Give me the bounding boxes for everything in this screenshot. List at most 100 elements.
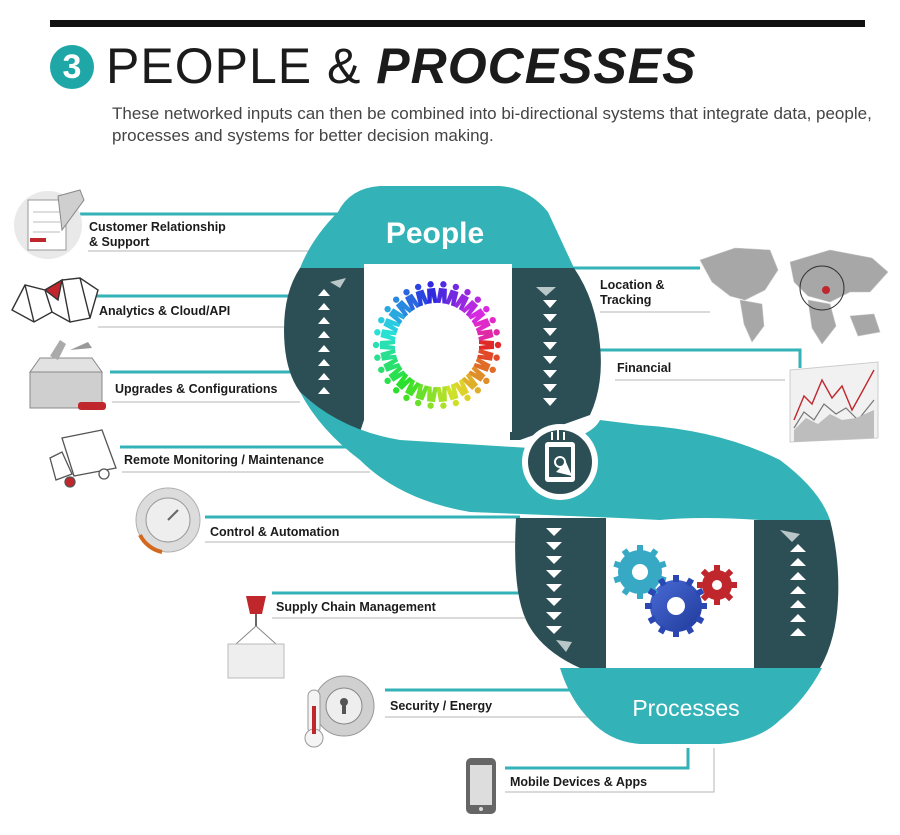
gear-tooth [695, 587, 705, 597]
gear-tooth [700, 568, 710, 578]
person-figure [392, 296, 413, 318]
person-figure [445, 383, 460, 407]
gear-tooth [621, 586, 631, 596]
person-figure [374, 329, 397, 342]
people-label: People [386, 217, 484, 250]
gear-tooth [695, 615, 705, 625]
gear-tooth [673, 630, 679, 637]
person-figure [374, 348, 397, 361]
person-figure [403, 378, 421, 402]
person-figure [453, 288, 471, 312]
gears-icon [613, 545, 737, 637]
gear-tooth [700, 592, 710, 602]
gear-tooth [657, 577, 667, 587]
connector-lines [80, 212, 802, 793]
person-figure [384, 305, 406, 325]
gear-tooth [730, 582, 737, 588]
lock-thermometer-icon [304, 675, 375, 748]
gear-tooth [724, 568, 734, 578]
gear-tooth [613, 575, 622, 584]
people-processes-diagram: People Processes [11, 186, 889, 814]
top-rule [50, 20, 865, 27]
person-figure [468, 305, 490, 325]
person-figure [392, 372, 413, 394]
loop-top-band [300, 186, 574, 268]
loop-lower-left-band [515, 518, 606, 668]
gear-tooth [658, 560, 667, 569]
person-figure [468, 365, 490, 385]
step-number-badge: 3 [50, 45, 94, 89]
gear-tooth [697, 582, 704, 588]
crane-hook-icon [227, 596, 285, 679]
people-circle-icon [372, 281, 502, 409]
gear-tooth [645, 603, 652, 609]
flow-arrows [318, 278, 806, 652]
label-security-energy: Security / Energy [390, 699, 493, 713]
gear-tooth [700, 603, 707, 609]
gear-tooth [621, 548, 631, 558]
label-remote-monitoring: Remote Monitoring / Maintenance [124, 453, 325, 467]
gear-tooth [685, 625, 695, 635]
gear-tooth [647, 615, 657, 625]
title-emphasis: PROCESSES [376, 38, 697, 94]
label-location-tracking: Location & Tracking [600, 278, 665, 307]
page-title: PEOPLE & PROCESSES [106, 36, 696, 96]
title-plain: PEOPLE & [106, 38, 377, 94]
label-supply-chain: Supply Chain Management [276, 600, 436, 614]
person-figure [378, 357, 401, 374]
gear-tooth [649, 548, 659, 558]
finance-chart-icon [789, 361, 879, 443]
dial-knob-icon [135, 487, 201, 554]
loop-bottom-band [560, 668, 822, 744]
gear-tooth [714, 598, 720, 605]
person-figure [473, 316, 496, 333]
person-figure [414, 283, 429, 307]
person-figure [378, 316, 401, 333]
person-figure [477, 329, 500, 342]
person-figure [453, 378, 471, 402]
connector-financial [600, 348, 802, 368]
loop-upper-right-band [510, 268, 601, 440]
gear-tooth [673, 575, 679, 582]
processes-label: Processes [632, 695, 739, 721]
person-figure [384, 365, 406, 385]
label-financial: Financial [617, 361, 672, 375]
label-mobile-devices: Mobile Devices & Apps [510, 775, 648, 789]
person-figure [473, 357, 496, 374]
gear-tooth [647, 587, 657, 597]
person-figure [414, 383, 429, 407]
person-figure [445, 283, 460, 307]
person-figure [479, 340, 502, 350]
person-figure [372, 340, 395, 350]
label-customer-relationship: Customer Relationship & Support [89, 220, 226, 249]
person-figure [461, 372, 482, 394]
label-analytics-cloud: Analytics & Cloud/API [99, 304, 231, 318]
gear-tooth [637, 592, 643, 599]
person-figure [461, 296, 482, 318]
truck-icon [49, 429, 117, 488]
customer-support-icon [14, 189, 85, 259]
person-figure [403, 288, 421, 312]
connector-mobile [505, 748, 690, 770]
tablet-hub-icon [522, 424, 598, 500]
gear-tooth [724, 592, 734, 602]
arrows-down-upper [536, 287, 557, 406]
toolbox-icon [29, 340, 106, 410]
gear-tooth [685, 577, 695, 587]
person-figure [436, 386, 447, 409]
arrows-up-lower [780, 530, 806, 636]
analytics-cloud-icon [11, 277, 99, 323]
arrows-down-lower [546, 528, 572, 652]
arrows-up-upper [318, 278, 346, 394]
gear-tooth [657, 625, 667, 635]
smartphone-icon [466, 758, 496, 814]
label-control-automation: Control & Automation [210, 525, 340, 539]
label-upgrades-configurations: Upgrades & Configurations [115, 382, 278, 396]
page-subtitle: These networked inputs can then be combi… [112, 104, 872, 145]
person-figure [427, 386, 438, 409]
person-figure [436, 281, 447, 304]
gear-tooth [714, 565, 720, 572]
person-figure [427, 281, 438, 304]
gear-tooth [637, 545, 643, 552]
person-figure [477, 348, 500, 361]
